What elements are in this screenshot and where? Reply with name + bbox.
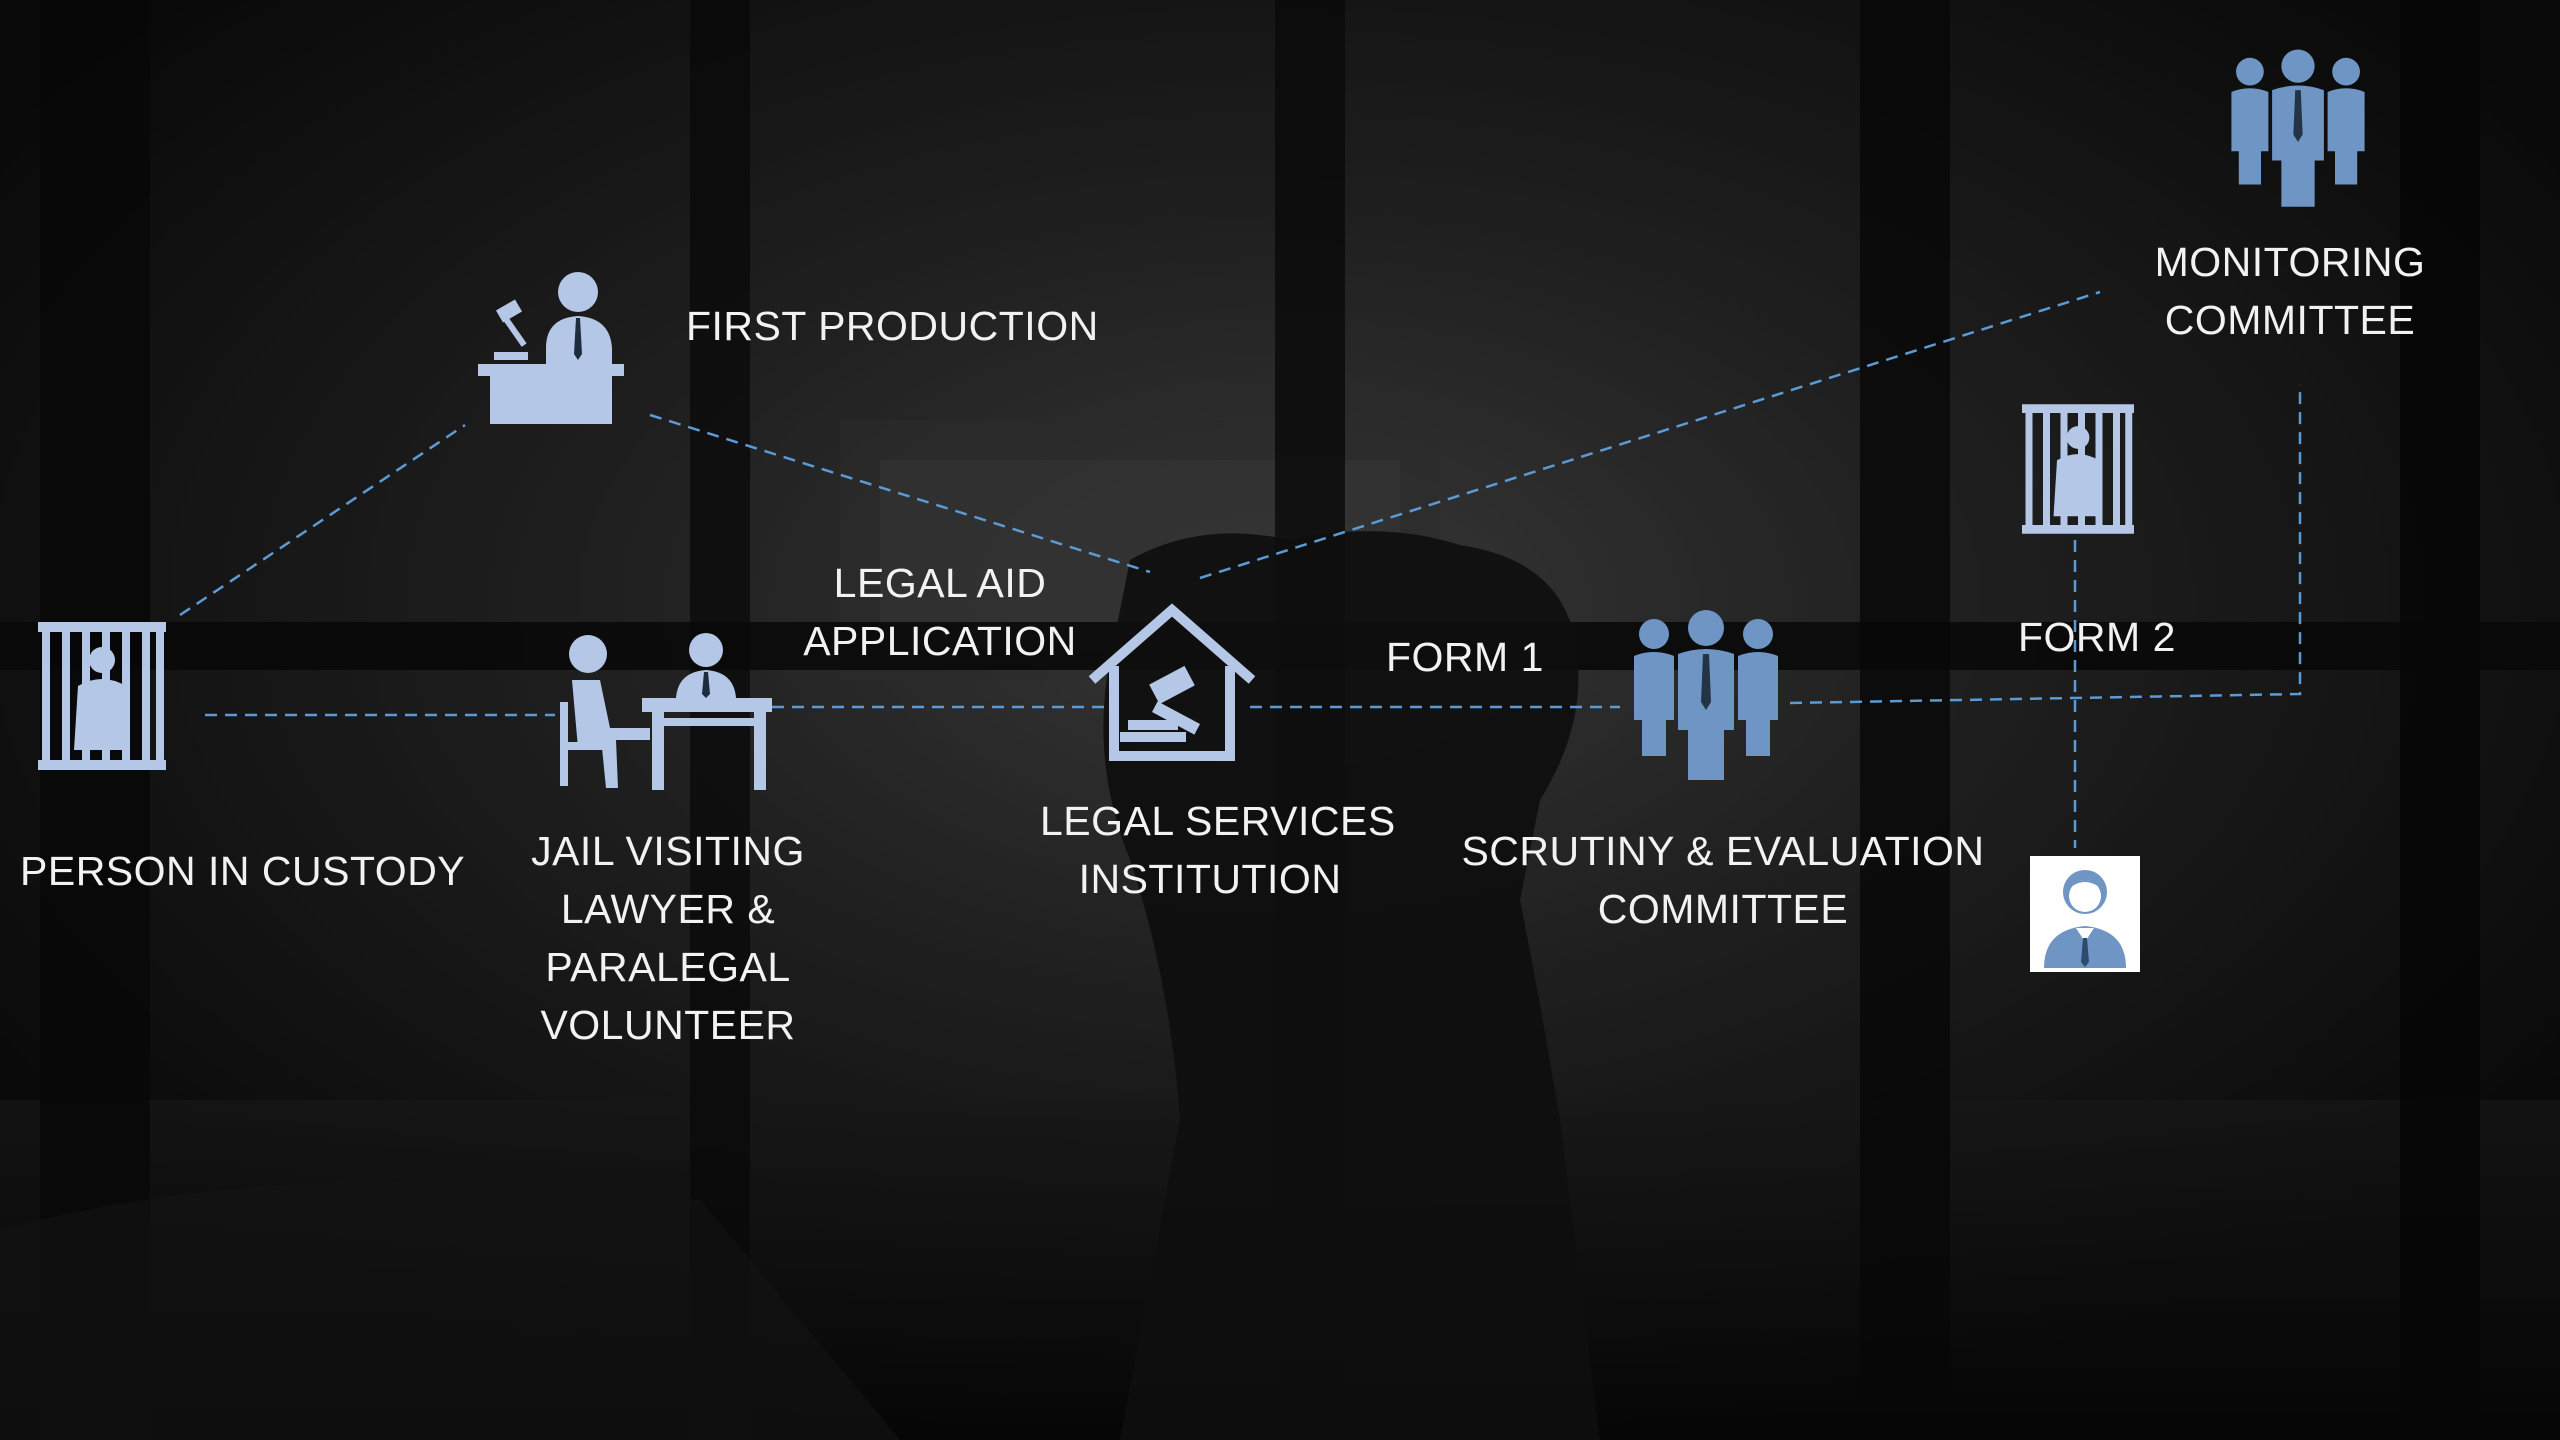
scrutiny-committee-line-2: COMMITTEE (1597, 886, 1849, 932)
jail-visiting-lawyer-line-3: PARALEGAL (545, 944, 791, 990)
first-production-label: FIRST PRODUCTION (686, 303, 1099, 349)
legal-services-institution-line-2: INSTITUTION (1078, 856, 1342, 902)
connector-production-to-institution (649, 413, 1151, 574)
legal-services-institution-line-1: LEGAL SERVICES (1040, 798, 1396, 844)
committee-group-icon (1634, 610, 1778, 780)
jail-visiting-lawyer-line-1: JAIL VISITING (531, 828, 805, 874)
judge-at-bench-icon (478, 272, 624, 424)
legal-aid-application-line-1: LEGAL AID (833, 560, 1047, 606)
legal-aid-application-line-2: APPLICATION (803, 618, 1077, 664)
legal-services-institution-label: LEGAL SERVICES INSTITUTION (1040, 792, 1396, 908)
monitoring-committee-line-2: COMMITTEE (2164, 297, 2416, 343)
jail-visiting-lawyer-line-4: VOLUNTEER (540, 1002, 796, 1048)
jail-visiting-lawyer-label: JAIL VISITING LAWYER & PARALEGAL VOLUNTE… (508, 822, 828, 1054)
scrutiny-committee-line-1: SCRUTINY & EVALUATION (1461, 828, 1985, 874)
form-1-label: FORM 1 (1386, 634, 1544, 680)
person-in-custody-label: PERSON IN CUSTODY (20, 848, 466, 894)
connector-scrutiny-to-monitoring (1789, 384, 2302, 705)
committee-group-icon (2231, 49, 2365, 207)
connector-institution-to-monitoring (1199, 290, 2101, 580)
scrutiny-committee-label: SCRUTINY & EVALUATION COMMITTEE (1450, 822, 1996, 938)
connector-custody-to-production (179, 423, 466, 617)
prisoner-behind-bars-icon (2022, 404, 2134, 534)
lawyer-meeting-client-icon (560, 633, 772, 790)
legal-aid-application-label: LEGAL AID APPLICATION (800, 554, 1080, 670)
person-avatar-icon (2030, 856, 2140, 972)
monitoring-committee-label: MONITORING COMMITTEE (2130, 233, 2450, 349)
monitoring-committee-line-1: MONITORING (2154, 239, 2426, 285)
prisoner-behind-bars-icon (38, 622, 166, 770)
courthouse-gavel-icon (1088, 603, 1256, 761)
jail-visiting-lawyer-line-2: LAWYER & (560, 886, 776, 932)
form-2-label: FORM 2 (2018, 614, 2176, 660)
